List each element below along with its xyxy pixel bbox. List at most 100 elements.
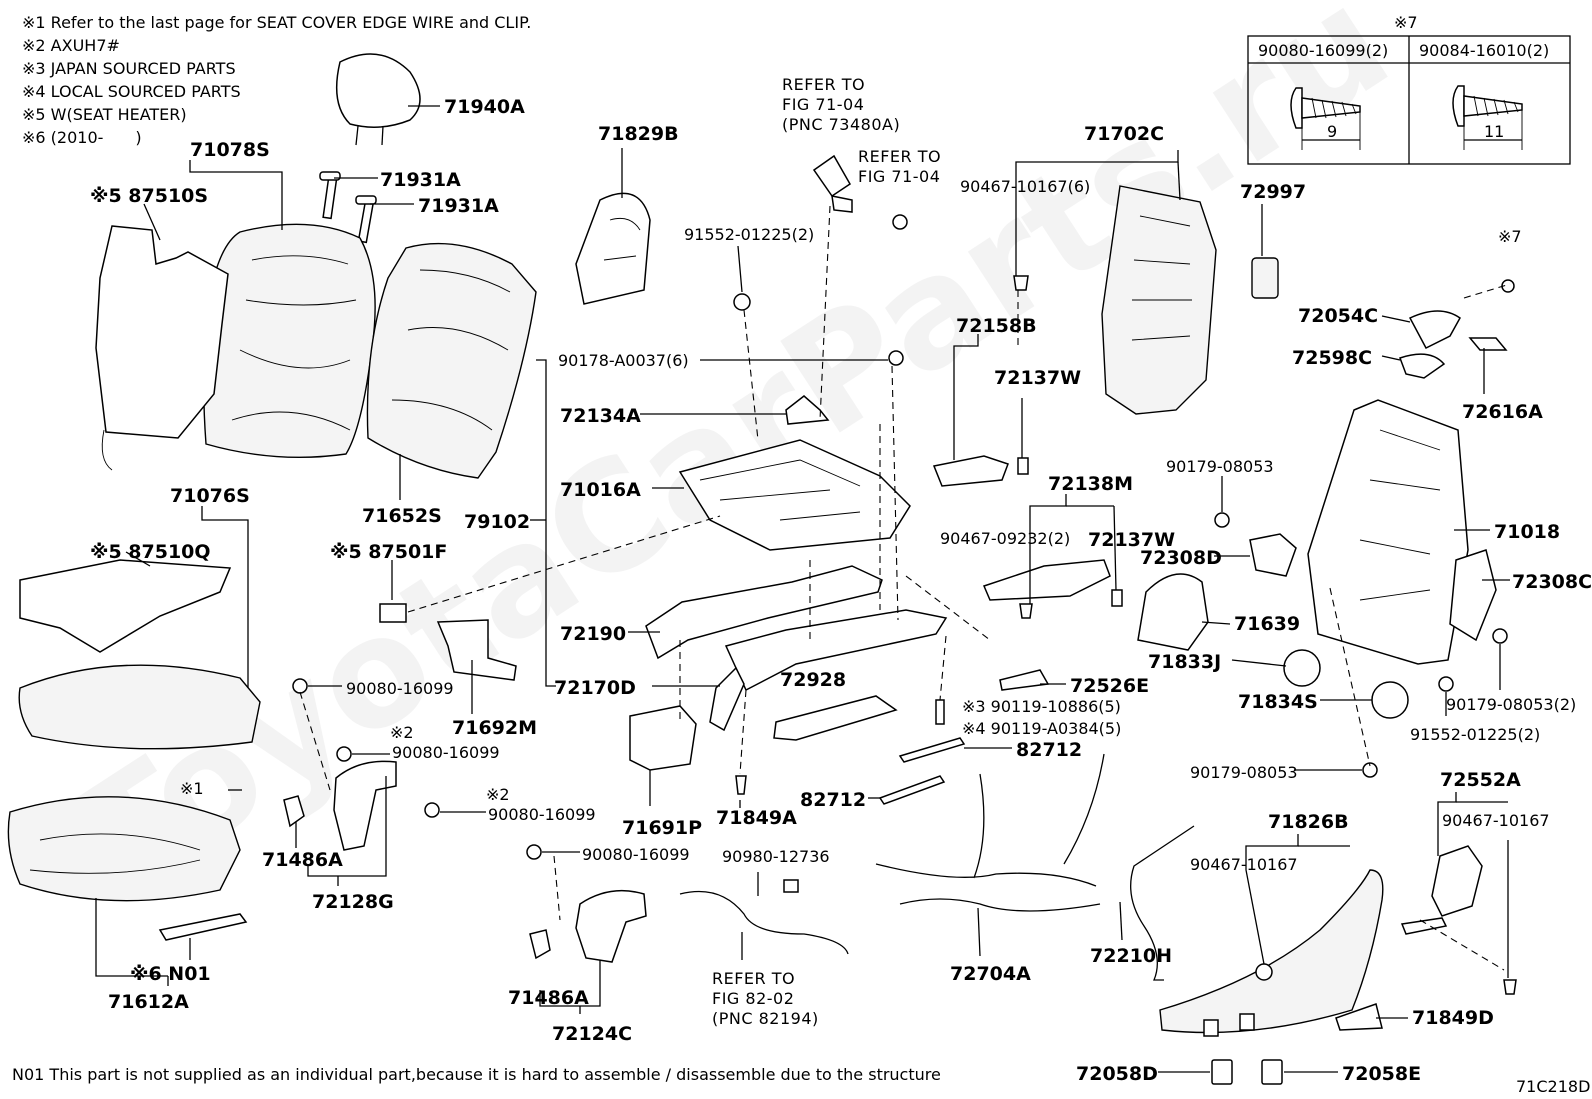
harness-90980-icon [679,879,849,955]
label-72997: 72997 [1240,181,1306,203]
label-N01: ※6 N01 [130,963,211,985]
part-labels: 71940A 71078S 71931A 71931A ※5 87510S 71… [90,96,1592,1085]
label-71833J: 71833J [1148,651,1221,673]
screw-91552-icon [733,293,751,311]
ref3-line3: (PNC 82194) [712,1009,819,1028]
cable-72210H-icon [1130,825,1195,981]
cover-72158B-icon [932,455,1009,487]
refer-to-82-02: REFER TO FIG 82-02 (PNC 82194) [712,969,819,1028]
seat-track-lower-icon [709,609,948,732]
note-3: ※3 JAPAN SOURCED PARTS [22,59,236,78]
cover-71486A-icon [283,795,305,828]
label-90119-A0384: ※4 90119-A0384(5) [962,719,1121,738]
label-90179c: 90179-08053 [1190,763,1298,782]
nut-90179-c-icon [1362,762,1378,778]
label-71931A-1: 71931A [380,169,461,191]
clip-90467-d-icon [1255,963,1273,981]
screw-1-icon [1290,87,1361,129]
side-shield-71826B-icon [1159,869,1384,1037]
label-72598C: 72598C [1292,347,1372,369]
label-90080a: 90080-16099 [346,679,454,698]
label-90080c: 90080-16099 [488,805,596,824]
label-90980: 90980-12736 [722,847,830,866]
label-90179b: 90179-08053(2) [1446,695,1576,714]
label-71691P: 71691P [622,817,702,839]
label-mark1: ※1 [180,779,204,798]
note-5: ※5 W(SEAT HEATER) [22,105,187,124]
bracket-72552A-b-icon [1400,917,1448,935]
label-71849D: 71849D [1412,1007,1494,1029]
label-71486A-2: 71486A [508,987,589,1009]
label-71940A: 71940A [444,96,525,118]
seat-frame-icon [678,439,911,551]
bolt-90119-icon [935,699,945,725]
label-90467-6: 90467-10167(6) [960,177,1090,196]
notes-block: ※1 Refer to the last page for SEAT COVER… [22,13,531,147]
bracket-72308D-icon [1249,533,1297,577]
screw-90080-a-icon [292,678,308,694]
cover-72616A-icon [1468,337,1508,351]
label-72138M: 72138M [1048,473,1133,495]
nut-90179-b-icon [1492,628,1508,644]
cover-72526E-icon [999,669,1050,691]
harness-72704A-icon [875,753,1105,912]
label-90080c-mark: ※2 [486,785,510,804]
label-71639: 71639 [1234,613,1300,635]
label-90119-10886: ※3 90119-10886(5) [962,697,1121,716]
label-72616A: 72616A [1462,401,1543,423]
footnote: N01 This part is not supplied as an indi… [12,1065,941,1084]
tie-82712-b-icon [878,775,946,805]
label-90467-10167a: 90467-10167 [1442,811,1550,830]
label-72128G: 72128G [312,891,394,913]
ref2-line2: FIG 71-04 [858,167,940,186]
label-90179a: 90179-08053 [1166,457,1274,476]
label-71702C: 71702C [1084,123,1164,145]
label-72134A: 72134A [560,405,641,427]
screw-90080-d-icon [526,844,542,860]
label-72526E: 72526E [1070,675,1149,697]
screw-dim-2: 11 [1484,122,1504,141]
label-71826B: 71826B [1268,811,1349,833]
label-87510Q: ※5 87510Q [90,541,211,563]
dash-lines [299,205,1511,971]
screw-table-col2: 90084-16010(2) [1419,41,1549,60]
label-71078S: 71078S [190,139,270,161]
label-71834S: 71834S [1238,691,1318,713]
label-72308C: 72308C [1512,571,1592,593]
recliner-72308C-icon [1449,549,1497,642]
label-82712a: 82712 [1016,739,1082,761]
clip-72137W-a-icon [1017,457,1029,475]
clip-71849A-icon [735,775,747,795]
label-72190: 72190 [560,623,626,645]
clip-90467-a-icon [1013,275,1029,291]
cover-71691P-icon [629,705,697,771]
label-87501F: ※5 87501F [330,541,447,563]
bracket-71692M-icon [436,619,517,681]
screw-table-mark: ※7 [1394,13,1418,32]
label-72137W-1: 72137W [994,367,1081,389]
leader-lines [95,105,1510,1073]
label-71692M: 71692M [452,717,537,739]
label-82712b: 82712 [800,789,866,811]
knob-71834S-icon [1371,681,1409,719]
ref1-line3: (PNC 73480A) [782,115,900,134]
cover-71639-icon [1137,573,1209,651]
knob-72997-icon [1251,257,1279,299]
refer-to-71-04-b: REFER TO FIG 71-04 [858,147,941,186]
switch-72058D-icon [1211,1059,1233,1085]
label-90080b: 90080-16099 [392,743,500,762]
label-71016A: 71016A [560,479,641,501]
track-cover-72928-icon [773,695,898,741]
note-2: ※2 AXUH7# [22,36,120,55]
ref2-line1: REFER TO [858,147,941,166]
heater-pad-cushion-icon [19,559,232,653]
note-1: ※1 Refer to the last page for SEAT COVER… [22,13,531,32]
belt-buckle-icon [812,154,908,230]
screw-90080-c-icon [424,802,440,818]
label-72928: 72928 [780,669,846,691]
cover-71486A-b-icon [529,929,551,960]
note-4: ※4 LOCAL SOURCED PARTS [22,82,241,101]
screw-table-col1: 90080-16099(2) [1258,41,1388,60]
bracket-72134A-icon [785,395,830,425]
